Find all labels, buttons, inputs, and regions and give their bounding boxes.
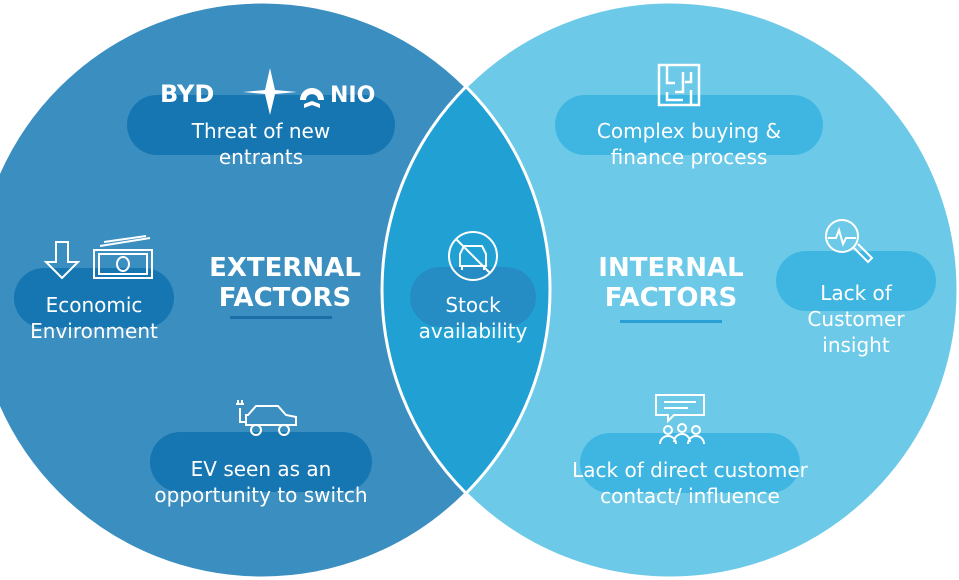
- pill-stock: [410, 267, 536, 327]
- label-line: Threat of new: [191, 119, 331, 143]
- audience-chat-icon: [655, 394, 705, 445]
- heading-line: FACTORS: [604, 283, 738, 313]
- magnifier-chart-icon: [825, 219, 874, 264]
- label-line: Customer: [807, 307, 905, 331]
- pill-contact: [580, 433, 800, 493]
- car-brand-logos-icon: BYD NIO: [160, 68, 375, 115]
- pill-insight: [776, 251, 936, 311]
- no-car-icon: [448, 231, 498, 281]
- pill-economic: [14, 268, 174, 328]
- label-line: contact/ influence: [600, 484, 780, 508]
- svg-text:NIO: NIO: [330, 83, 375, 108]
- label-line: Economic: [45, 293, 143, 317]
- pill-threat: [127, 95, 395, 155]
- external-heading-underline: [230, 316, 332, 319]
- label-line: Stock: [445, 293, 501, 317]
- pill-complex: [555, 95, 823, 155]
- label-line: entrants: [218, 145, 304, 169]
- label-line: Complex buying &: [596, 119, 782, 143]
- label-line: Lack of direct customer: [572, 458, 808, 482]
- label-line: Lack of: [820, 281, 892, 305]
- maze-icon: [657, 63, 701, 107]
- down-arrow-money-icon: [43, 235, 153, 280]
- label-line: finance process: [610, 145, 768, 169]
- label-line: insight: [822, 333, 890, 357]
- heading-line: FACTORS: [218, 283, 352, 313]
- heading-line: INTERNAL: [598, 253, 744, 283]
- heading-line: EXTERNAL: [209, 253, 361, 283]
- internal-heading-underline: [620, 320, 722, 323]
- pill-ev: [150, 432, 372, 492]
- complex-label: Complex buying &finance process: [555, 118, 823, 170]
- label-line: EV seen as an: [190, 457, 332, 481]
- electric-car-icon: [236, 400, 297, 436]
- svg-text:BYD: BYD: [160, 80, 214, 108]
- label-line: Environment: [30, 319, 158, 343]
- label-line: availability: [418, 319, 528, 343]
- label-line: opportunity to switch: [154, 483, 368, 507]
